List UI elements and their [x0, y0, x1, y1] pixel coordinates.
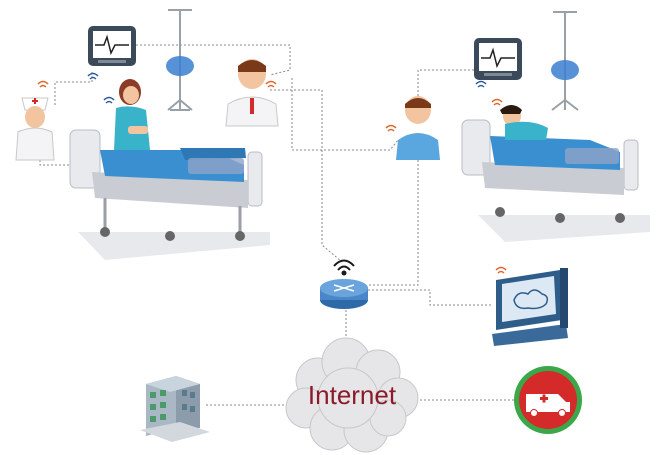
iv-stand-left — [166, 9, 194, 111]
wifi-icon — [265, 80, 277, 88]
patient-left-figure — [114, 79, 150, 150]
link-doctor2-router — [368, 160, 419, 286]
vital-monitor-left — [88, 26, 136, 66]
wifi-signal-icons-blue — [87, 72, 487, 104]
link-nurse-monitor — [54, 72, 93, 105]
internet-cloud: Internet — [285, 337, 419, 453]
iv-stand-right — [551, 11, 579, 111]
link-router-computer — [368, 289, 492, 306]
patient-bed-left — [69, 129, 270, 260]
computer-workstation — [492, 268, 568, 346]
link-doctor-router — [270, 89, 343, 263]
wifi-icon — [385, 124, 397, 132]
doctor-figure-top — [225, 59, 279, 127]
wifi-icon — [475, 80, 487, 88]
wifi-icon — [103, 96, 115, 104]
wifi-signal-icons — [37, 80, 507, 274]
vital-monitor-right — [474, 38, 522, 80]
patient-bed-right — [461, 119, 650, 242]
link-doctor2-monitor — [417, 69, 476, 100]
patient-right-figure — [500, 105, 548, 140]
wifi-icon — [37, 80, 49, 88]
ambulance-icon — [514, 366, 582, 434]
nurse-figure — [15, 97, 55, 161]
wifi-icon — [495, 266, 507, 274]
link-monitor-doctor — [136, 44, 291, 76]
connection-lines — [39, 44, 516, 406]
internet-label: Internet — [308, 380, 397, 410]
doctor-figure-center — [396, 96, 440, 160]
wifi-icon — [87, 72, 99, 80]
wifi-router — [320, 259, 368, 309]
wifi-icon — [491, 98, 503, 106]
hospital-building — [140, 376, 210, 442]
link-doctor-doctor2 — [291, 78, 399, 151]
router-wifi-icon — [333, 259, 355, 276]
